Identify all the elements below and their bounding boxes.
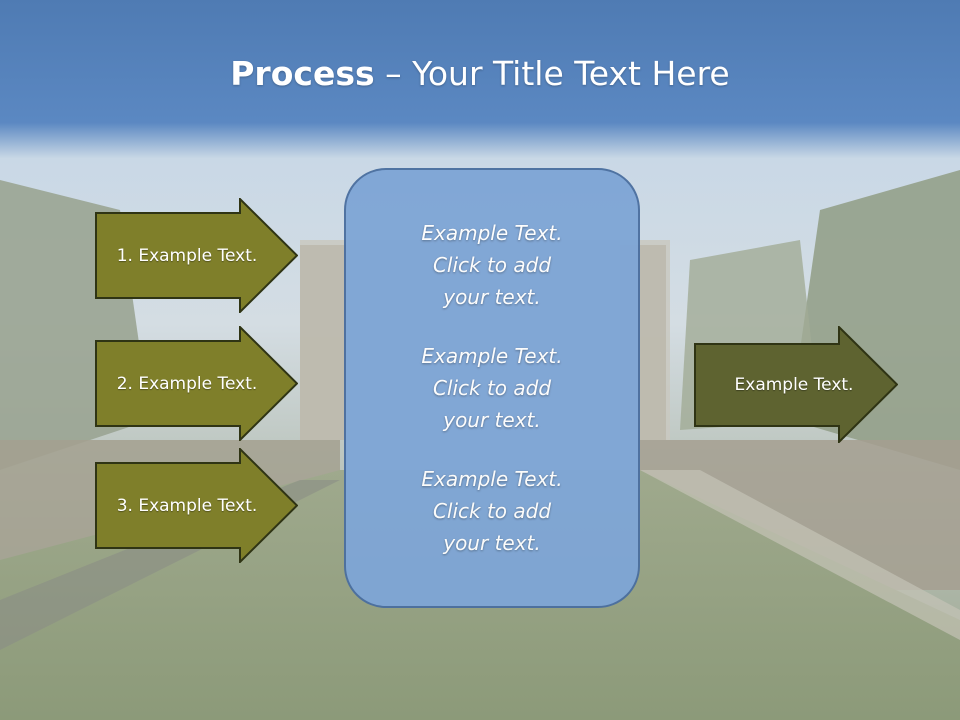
right-arrow[interactable]: Example Text.	[694, 326, 898, 443]
title-dash: –	[374, 54, 413, 93]
left-arrow-label: 3. Example Text.	[116, 495, 258, 516]
arrow-shape-icon	[95, 198, 298, 313]
title-rest: Your Title Text Here	[412, 54, 730, 93]
left-arrow-3[interactable]: 3. Example Text.	[95, 448, 298, 563]
arrow-shape-icon	[95, 326, 298, 441]
arrow-shape-icon	[95, 448, 298, 563]
left-arrow-label: 1. Example Text.	[116, 245, 258, 266]
center-text-box[interactable]: Example Text. Click to add your text. Ex…	[344, 168, 640, 608]
left-arrow-2[interactable]: 2. Example Text.	[95, 326, 298, 441]
center-paragraph: Example Text. Click to add your text.	[421, 221, 563, 309]
title-bold-word: Process	[230, 54, 375, 93]
left-arrow-1[interactable]: 1. Example Text.	[95, 198, 298, 313]
center-paragraph: Example Text. Click to add your text.	[421, 467, 563, 555]
left-arrow-label: 2. Example Text.	[116, 373, 258, 394]
right-arrow-label: Example Text.	[734, 374, 854, 395]
center-paragraph: Example Text. Click to add your text.	[421, 344, 563, 432]
slide-title[interactable]: Process – Your Title Text Here	[0, 52, 960, 96]
arrow-shape-icon	[694, 326, 898, 443]
